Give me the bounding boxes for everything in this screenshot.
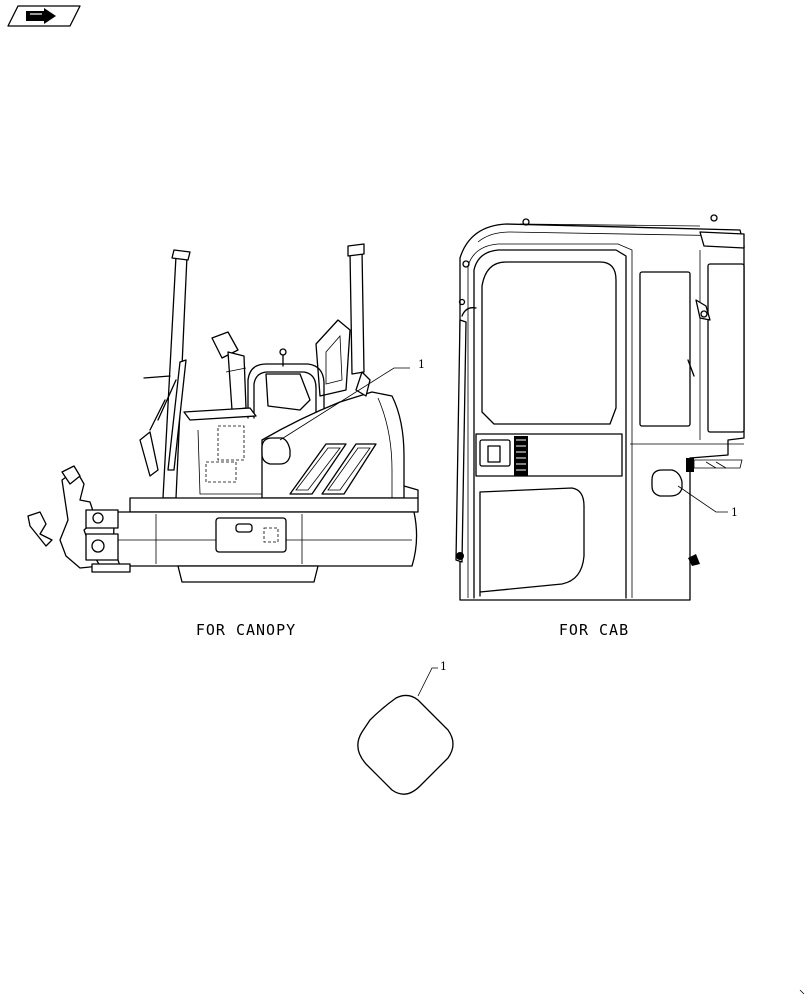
cab-label: FOR CAB (559, 621, 629, 639)
canopy-leader-line (279, 367, 410, 441)
canopy-label: FOR CANOPY (196, 621, 296, 639)
detail-callout-number: 1 (440, 660, 447, 673)
cab-drawing (455, 214, 745, 601)
decal-detail-shape (357, 694, 454, 795)
canopy-excavator-drawing (27, 243, 419, 583)
canopy-decal (261, 437, 291, 465)
detail-leader-line (417, 667, 438, 697)
cab-leader-line (677, 485, 728, 513)
forward-arrow-icon[interactable] (7, 5, 81, 27)
canopy-callout-number: 1 (418, 358, 425, 371)
cab-callout-number: 1 (731, 506, 738, 519)
corner-mark (799, 989, 805, 995)
cab-decal (651, 469, 683, 497)
